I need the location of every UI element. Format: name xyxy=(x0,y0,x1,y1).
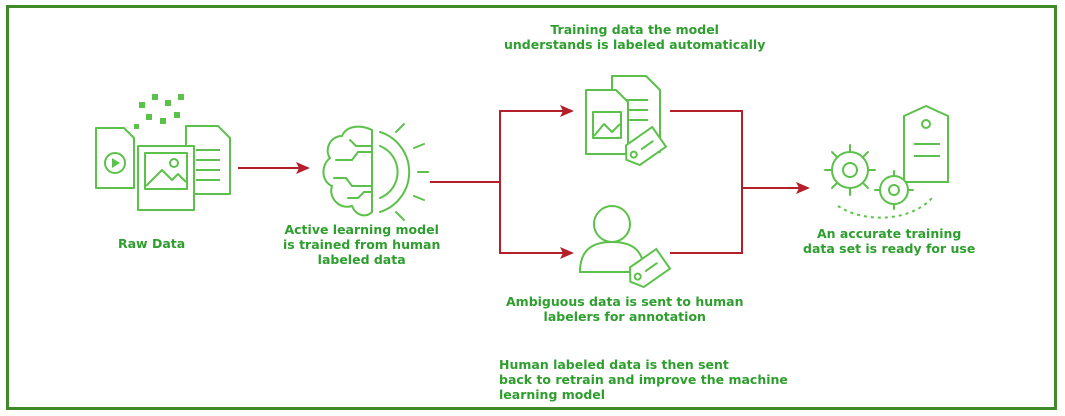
raw-data-label: Raw Data xyxy=(118,236,186,251)
brain-gear-icon xyxy=(322,123,429,221)
arrow-to-auto-labeled xyxy=(499,105,574,182)
auto-labeled-label: Training data the model understands is l… xyxy=(504,22,766,52)
arrow-to-human xyxy=(499,182,574,259)
active-model-label: Active learning model is trained from hu… xyxy=(283,222,441,267)
ambiguous-label: Ambiguous data is sent to human labelers… xyxy=(506,294,744,324)
flow-arrows xyxy=(238,105,810,259)
document-tag-icon xyxy=(585,75,667,167)
gears-tag-icon xyxy=(824,104,949,219)
accurate-dataset-label: An accurate training data set is ready f… xyxy=(803,226,976,256)
person-tag-icon xyxy=(578,205,672,289)
retrain-note: Human labeled data is then sent back to … xyxy=(499,357,788,402)
raw-data-files-icon xyxy=(95,94,231,211)
arrow-merge xyxy=(670,110,743,254)
